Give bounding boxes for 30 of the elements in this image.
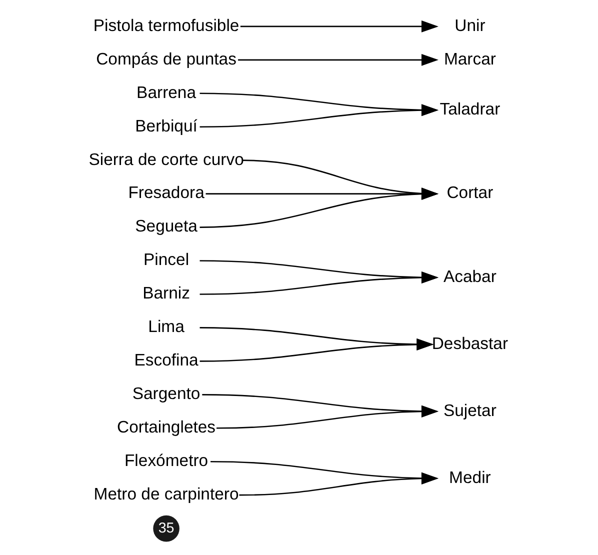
node-text: Sargento [132,384,200,404]
arrow [239,472,438,496]
node-text: Unir [454,16,486,35]
node-text: Cortaingletes [117,418,216,437]
node-text: Compás de puntas [96,49,236,68]
node-text: Barrena [136,82,196,102]
node-text: Metro de carpintero [94,484,239,504]
node-text: Berbiquí [135,116,198,136]
node-text: Sierra de corte curvo [88,150,244,169]
node-text: Marcar [444,49,496,68]
node-text: Flexómetro [124,451,208,470]
node-text: Sujetar [443,400,496,420]
node-text: Segueta [135,216,198,236]
node-text: Barniz [142,284,190,303]
node-text: Pincel [144,250,190,270]
arrow [216,406,438,429]
arrow [240,20,438,32]
node-text: Taladrar [440,100,500,119]
node-text: Pistola termofusible [93,16,240,35]
label: 35 [158,520,174,536]
node-text: Acabar [443,266,496,286]
node-text: Desbastar [432,334,508,353]
node-text: Fresadora [128,183,204,202]
node-text: Escofina [134,350,198,370]
arrow [202,394,438,418]
arrow [210,460,438,484]
arrow [238,54,438,66]
node-text: Lima [148,317,184,336]
node-text: Medir [449,468,491,487]
node-text: Cortar [446,183,494,202]
